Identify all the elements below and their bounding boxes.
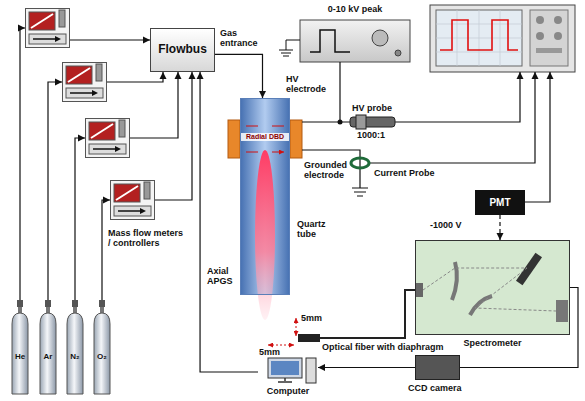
node-text: N₂ [65, 300, 85, 361]
gas-cylinder: O₂ [92, 300, 112, 395]
cylinder-outline [38, 300, 58, 395]
plasma-jet [228, 98, 302, 320]
edge-label: Gas entrance [220, 28, 264, 49]
label-holder: HV probe [352, 103, 392, 113]
computer-icon [268, 358, 316, 383]
spectrometer-body [415, 240, 570, 335]
mass-flow-meter [63, 63, 107, 102]
gas-cylinder: He [10, 300, 30, 395]
node-text: O₂ [92, 300, 112, 361]
cylinder-outline [65, 300, 85, 395]
cylinder-valve [45, 300, 51, 307]
connector [460, 288, 578, 368]
part-label: -1000 V [430, 220, 462, 230]
label-holder: Optical fiber with diaphragm [322, 342, 444, 352]
ccd-camera: CCD camera [415, 355, 460, 380]
part-label: Optical fiber with diaphragm [322, 342, 444, 352]
connector [215, 54, 263, 98]
part-label: 5mm [301, 313, 322, 323]
node-text: 0-10 kV peak [300, 4, 410, 14]
label-holder: Current Probe [374, 168, 435, 178]
oscilloscope [430, 5, 575, 72]
connector [318, 367, 415, 368]
label-holder: HV electrode [286, 74, 332, 95]
label-holder: Mass flow meters / controllers [108, 228, 188, 249]
node-text: Quartz tube [297, 219, 341, 240]
part-label: Current Probe [374, 168, 435, 178]
bus-box: Flowbus [150, 28, 215, 72]
pulse-generator: 0-10 kV peak [300, 4, 410, 62]
cylinder-valve [99, 300, 105, 307]
quartz-tube: Quartz tube [240, 98, 290, 295]
distance-marks [268, 318, 296, 345]
label-holder: Radial DBD [241, 133, 289, 141]
part-label: Mass flow meters / controllers [108, 228, 188, 249]
label-holder: Grounded electrode [304, 160, 352, 181]
hv-probe [350, 115, 395, 129]
node-text: Flowbus [158, 43, 207, 57]
part-label: Grounded electrode [304, 160, 352, 181]
current-probe [351, 158, 369, 168]
cylinder-neck [100, 307, 104, 313]
cylinder-valve [17, 300, 23, 307]
node-text: Ar [38, 300, 58, 361]
wires [302, 62, 550, 240]
pmt-box: PMT [475, 190, 525, 215]
label-holder: -1000 V [430, 220, 462, 230]
cylinder-outline [10, 300, 30, 395]
gas-cylinder: N₂ [65, 300, 85, 395]
cylinder-valve [72, 300, 78, 307]
mass-flow-meter [26, 9, 70, 48]
node-text: PMT [489, 197, 510, 209]
cylinder-outline [92, 300, 112, 395]
part-label: 1000:1 [357, 130, 385, 140]
part-label: HV probe [352, 103, 392, 113]
computer: Computer [258, 358, 318, 386]
spectrometer: Spectrometer [415, 240, 570, 335]
mass-flow-meter [111, 181, 155, 220]
cylinder-neck [73, 307, 77, 313]
label-holder: 5mm [259, 347, 280, 357]
part-label: HV electrode [286, 74, 332, 95]
node-text: Computer [258, 386, 318, 396]
label-holder: Axial APGS [207, 266, 239, 287]
mass-flow-meter [86, 119, 130, 158]
cylinder-neck [46, 307, 50, 313]
node-text: He [10, 300, 30, 361]
optical-fiber [298, 290, 415, 342]
edge-label-holder: Gas entrance [220, 28, 264, 49]
node-text: CCD camera [408, 383, 451, 393]
junction-dot [338, 120, 343, 125]
label-holder: 1000:1 [357, 130, 385, 140]
connector [200, 72, 258, 372]
part-label: 5mm [259, 347, 280, 357]
gas-cylinder: Ar [38, 300, 58, 395]
part-label: Radial DBD [241, 133, 289, 141]
cylinder-neck [18, 307, 22, 313]
part-label: Axial APGS [207, 266, 239, 287]
label-holder: 5mm [301, 313, 322, 323]
pulse-generator-body [279, 20, 410, 62]
